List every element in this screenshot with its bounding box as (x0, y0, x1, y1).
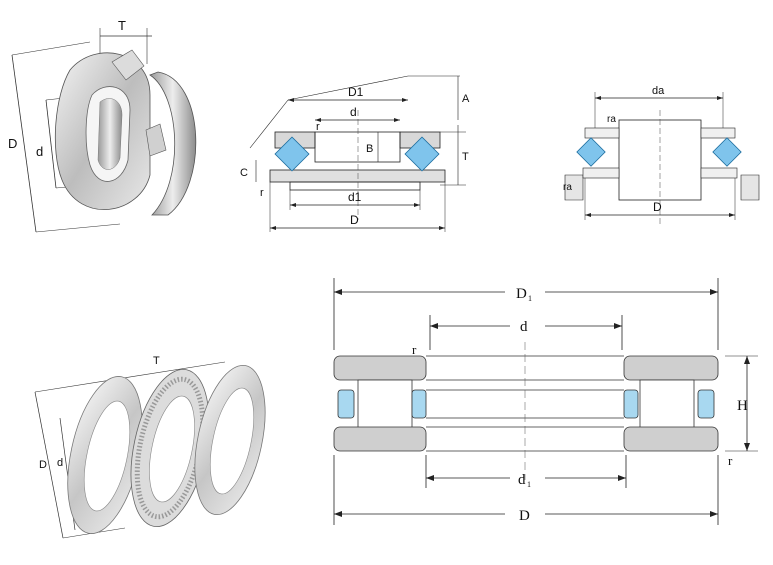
label-C: C (240, 167, 248, 179)
iso-spherical-bearing-drawing: T D d (8, 18, 197, 233)
iso-spherical-bearing-panel: T D d (0, 0, 230, 250)
label-d: d (520, 319, 528, 335)
label-ra: ra (607, 114, 616, 125)
label-D1-subscript: 1 (528, 294, 532, 303)
label-D: D (519, 508, 530, 524)
dimension-label-D: D (8, 136, 17, 151)
label-D1: D1 (348, 85, 364, 99)
dimension-label-D: D (39, 459, 47, 471)
label-d1-subscript: 1 (527, 480, 531, 489)
mounting-dimensions-drawing: da ra ra D (563, 85, 760, 225)
label-r-top: r (316, 121, 320, 133)
label-D1: D (516, 286, 527, 302)
label-D: D (350, 213, 359, 227)
label-d1: d (518, 472, 526, 488)
label-T: T (462, 151, 469, 163)
section-spherical-bearing-drawing: D1 d r B A T C r d1 D (240, 75, 470, 232)
label-r-right: r (728, 453, 733, 468)
dimension-label-T: T (118, 18, 126, 33)
iso-needle-bearing-panel: T D d (25, 350, 275, 545)
label-r-left: r (412, 342, 417, 357)
dimension-label-T: T (153, 355, 160, 367)
label-D: D (653, 200, 662, 214)
label-H: H (737, 398, 748, 414)
dimension-label-d: d (57, 457, 63, 469)
iso-needle-bearing-drawing: T D d (34, 355, 266, 539)
label-B: B (366, 143, 373, 155)
section-needle-bearing-drawing: D 1 d r H r d 1 D (333, 278, 758, 525)
section-needle-bearing-panel: D 1 d r H r d 1 D (320, 270, 770, 560)
label-ra-low: ra (563, 182, 572, 193)
mounting-dimensions-panel: da ra ra D (555, 80, 770, 230)
label-A: A (462, 93, 470, 105)
section-spherical-bearing-panel: D1 d r B A T C r d1 D (230, 60, 480, 245)
label-r-bottom: r (260, 187, 264, 199)
dimension-label-d: d (36, 144, 43, 159)
label-da: da (652, 85, 665, 97)
label-d1: d1 (348, 190, 362, 204)
label-d: d (350, 105, 357, 119)
